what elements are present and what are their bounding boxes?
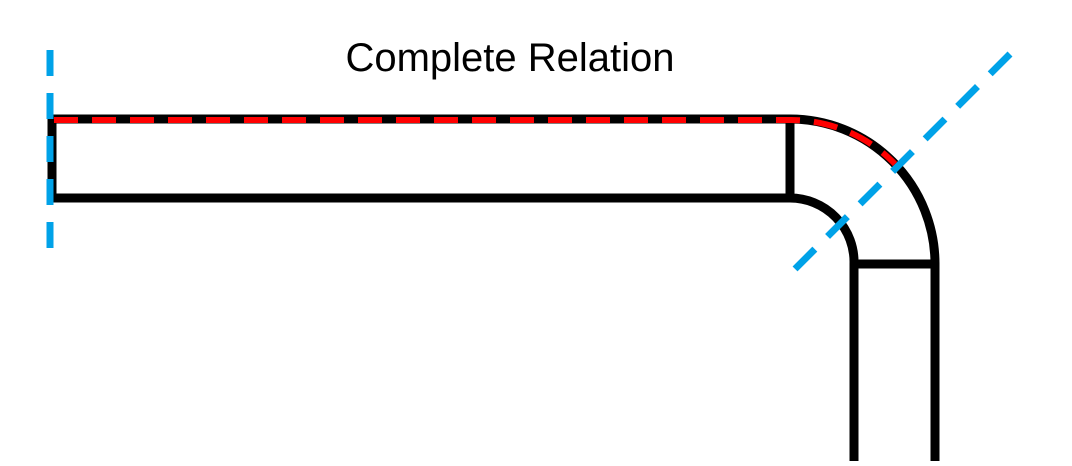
straight-segment (47, 114, 795, 203)
diagonal-cut-line (786, 51, 1013, 278)
relation-path-line (54, 116, 898, 167)
relation-path (54, 116, 898, 167)
diagram-title: Complete Relation (345, 36, 675, 80)
cut-lines (46, 50, 1013, 278)
corner-inner-arc (785, 193, 859, 269)
straight-segment-outline (47, 114, 795, 203)
vertical-segment (849, 264, 940, 461)
